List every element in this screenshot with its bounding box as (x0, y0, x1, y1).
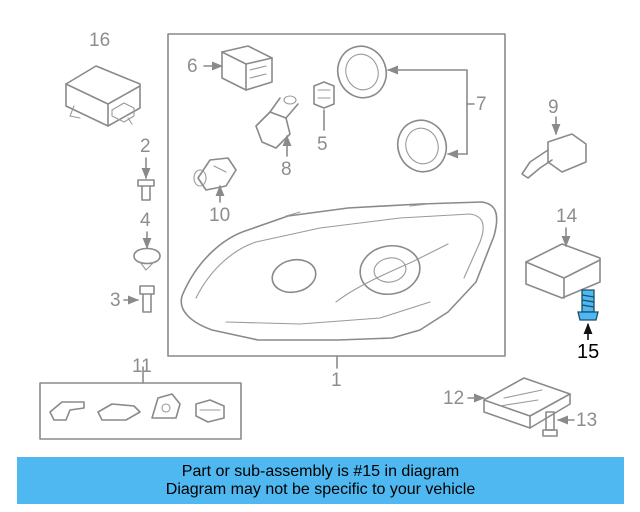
part-10-bulb[interactable] (193, 157, 237, 191)
part-15-screw[interactable] (577, 289, 599, 321)
part-label-11: 11 (132, 356, 152, 377)
part-11-frame (39, 382, 242, 440)
banner-line-2: Diagram may not be specific to your vehi… (165, 480, 476, 498)
part-label-13: 13 (576, 410, 597, 431)
part-label-4: 4 (140, 210, 151, 231)
part-7-sealing-caps[interactable] (331, 39, 454, 178)
part-4-plug[interactable] (133, 247, 161, 271)
part-label-12: 12 (443, 388, 464, 409)
banner-line-1: Part or sub-assembly is #15 in diagram (181, 462, 460, 480)
part-label-16: 16 (89, 30, 110, 51)
part-2-bolt[interactable] (137, 179, 155, 201)
part-label-1: 1 (331, 370, 342, 391)
part-9-bulb[interactable] (521, 133, 587, 179)
part-5-socket[interactable] (313, 81, 335, 109)
part-1-headlamp-assembly[interactable] (180, 201, 498, 341)
part-label-8: 8 (281, 159, 292, 180)
part-label-7: 7 (476, 94, 487, 115)
part-12-module-plate[interactable] (483, 377, 571, 429)
part-8-bulb[interactable] (255, 95, 299, 149)
part-13-bolt[interactable] (542, 411, 558, 437)
part-1-frame (167, 33, 506, 357)
part-label-3: 3 (110, 290, 121, 311)
part-label-14: 14 (556, 206, 578, 227)
part-11-repair-kit[interactable] (49, 393, 225, 423)
part-label-2: 2 (140, 136, 151, 157)
info-banner: Part or sub-assembly is #15 in diagram D… (17, 457, 624, 504)
part-label-10: 10 (209, 205, 230, 226)
part-label-6: 6 (187, 56, 198, 77)
part-label-15: 15 (577, 341, 599, 363)
part-16-control-module[interactable] (65, 65, 141, 127)
part-label-5: 5 (317, 134, 328, 155)
part-3-bolt[interactable] (139, 285, 155, 313)
part-label-9: 9 (548, 97, 559, 118)
part-6-leveling-motor[interactable] (221, 45, 273, 91)
